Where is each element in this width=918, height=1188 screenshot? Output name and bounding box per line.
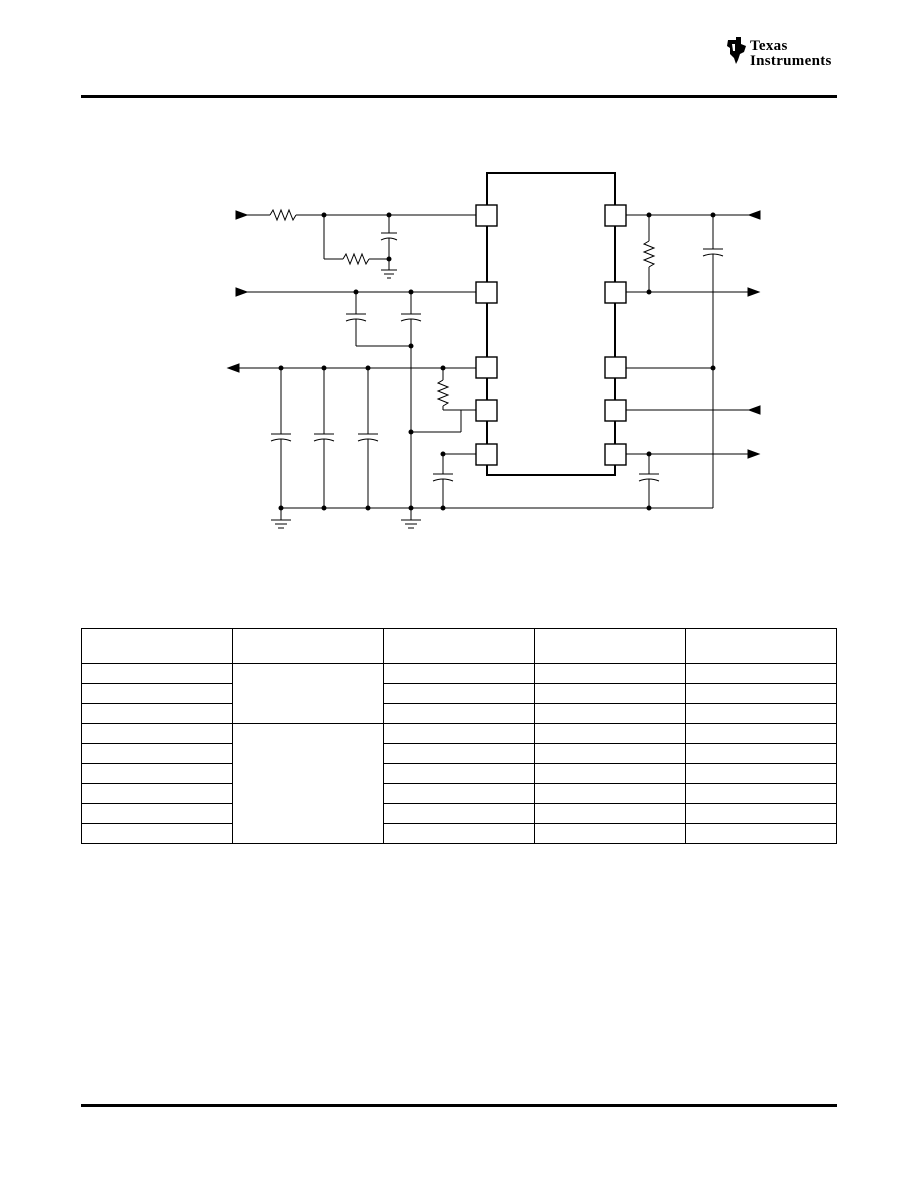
table-cell <box>534 723 686 744</box>
table-cell <box>685 703 837 724</box>
column-header <box>81 628 233 664</box>
pin-right-3 <box>604 356 627 379</box>
table-row <box>81 663 837 724</box>
table-cell-merged <box>232 723 384 844</box>
ic-body <box>486 172 616 476</box>
table-cell <box>81 683 233 704</box>
table-cell <box>534 663 686 684</box>
table-cell <box>81 823 233 844</box>
brand-wordmark: Texas Instruments <box>750 39 832 69</box>
table-cell <box>685 723 837 744</box>
table-cell <box>534 703 686 724</box>
table-row <box>81 723 837 844</box>
ic-pins-right <box>604 204 627 466</box>
table-header-row <box>81 628 837 664</box>
input-1-network <box>235 208 476 279</box>
table-row <box>81 683 837 704</box>
spec-table <box>81 628 837 844</box>
input-2-network <box>235 287 476 520</box>
table-cell-merged <box>232 663 384 724</box>
table-cell <box>685 743 837 764</box>
table-row <box>81 823 837 844</box>
column-header <box>383 628 535 664</box>
table-cell <box>383 803 535 824</box>
pin-left-3 <box>475 356 498 379</box>
table-cell <box>685 823 837 844</box>
brand-line-2: Instruments <box>750 53 832 69</box>
table-cell <box>383 723 535 744</box>
table-cell <box>383 743 535 764</box>
pin-right-2 <box>604 281 627 304</box>
table-cell <box>383 783 535 804</box>
table-cell <box>81 723 233 744</box>
column-header <box>534 628 686 664</box>
table-cell <box>81 763 233 784</box>
pin-left-4 <box>475 399 498 422</box>
table-row <box>81 763 837 784</box>
table-cell <box>383 683 535 704</box>
pin-right-5 <box>604 443 627 466</box>
table-cell <box>534 783 686 804</box>
column-header <box>232 628 384 664</box>
table-cell <box>81 703 233 724</box>
table-cell <box>383 763 535 784</box>
table-cell <box>534 823 686 844</box>
table-cell <box>685 783 837 804</box>
table-cell <box>534 803 686 824</box>
table-row <box>81 803 837 824</box>
brand-line-1: Texas <box>750 38 788 54</box>
pin-left-1 <box>475 204 498 227</box>
table-row <box>81 743 837 764</box>
table-cell <box>383 703 535 724</box>
table-cell <box>685 763 837 784</box>
pin-right-4 <box>604 399 627 422</box>
table-cell <box>534 683 686 704</box>
pin-right-1 <box>604 204 627 227</box>
footer-rule <box>81 1104 837 1107</box>
table-cell <box>81 803 233 824</box>
table-cell <box>81 783 233 804</box>
table-cell <box>534 763 686 784</box>
table-cell <box>383 663 535 684</box>
output-left-network <box>226 363 476 520</box>
circuit-schematic <box>226 172 761 529</box>
header-rule <box>81 95 837 98</box>
table-cell <box>685 663 837 684</box>
pin-left-5 <box>475 443 498 466</box>
ground-bus <box>271 505 713 529</box>
column-header <box>685 628 837 664</box>
table-row <box>81 783 837 804</box>
right-network <box>626 210 761 508</box>
table-cell <box>383 823 535 844</box>
ti-state-logo-icon <box>727 37 746 64</box>
table-cell <box>81 743 233 764</box>
table-row <box>81 703 837 724</box>
ti-logo: Texas Instruments <box>726 36 838 74</box>
table-cell <box>685 803 837 824</box>
table-cell <box>534 743 686 764</box>
table-cell <box>685 683 837 704</box>
table-cell <box>81 663 233 684</box>
pin-left-2 <box>475 281 498 304</box>
